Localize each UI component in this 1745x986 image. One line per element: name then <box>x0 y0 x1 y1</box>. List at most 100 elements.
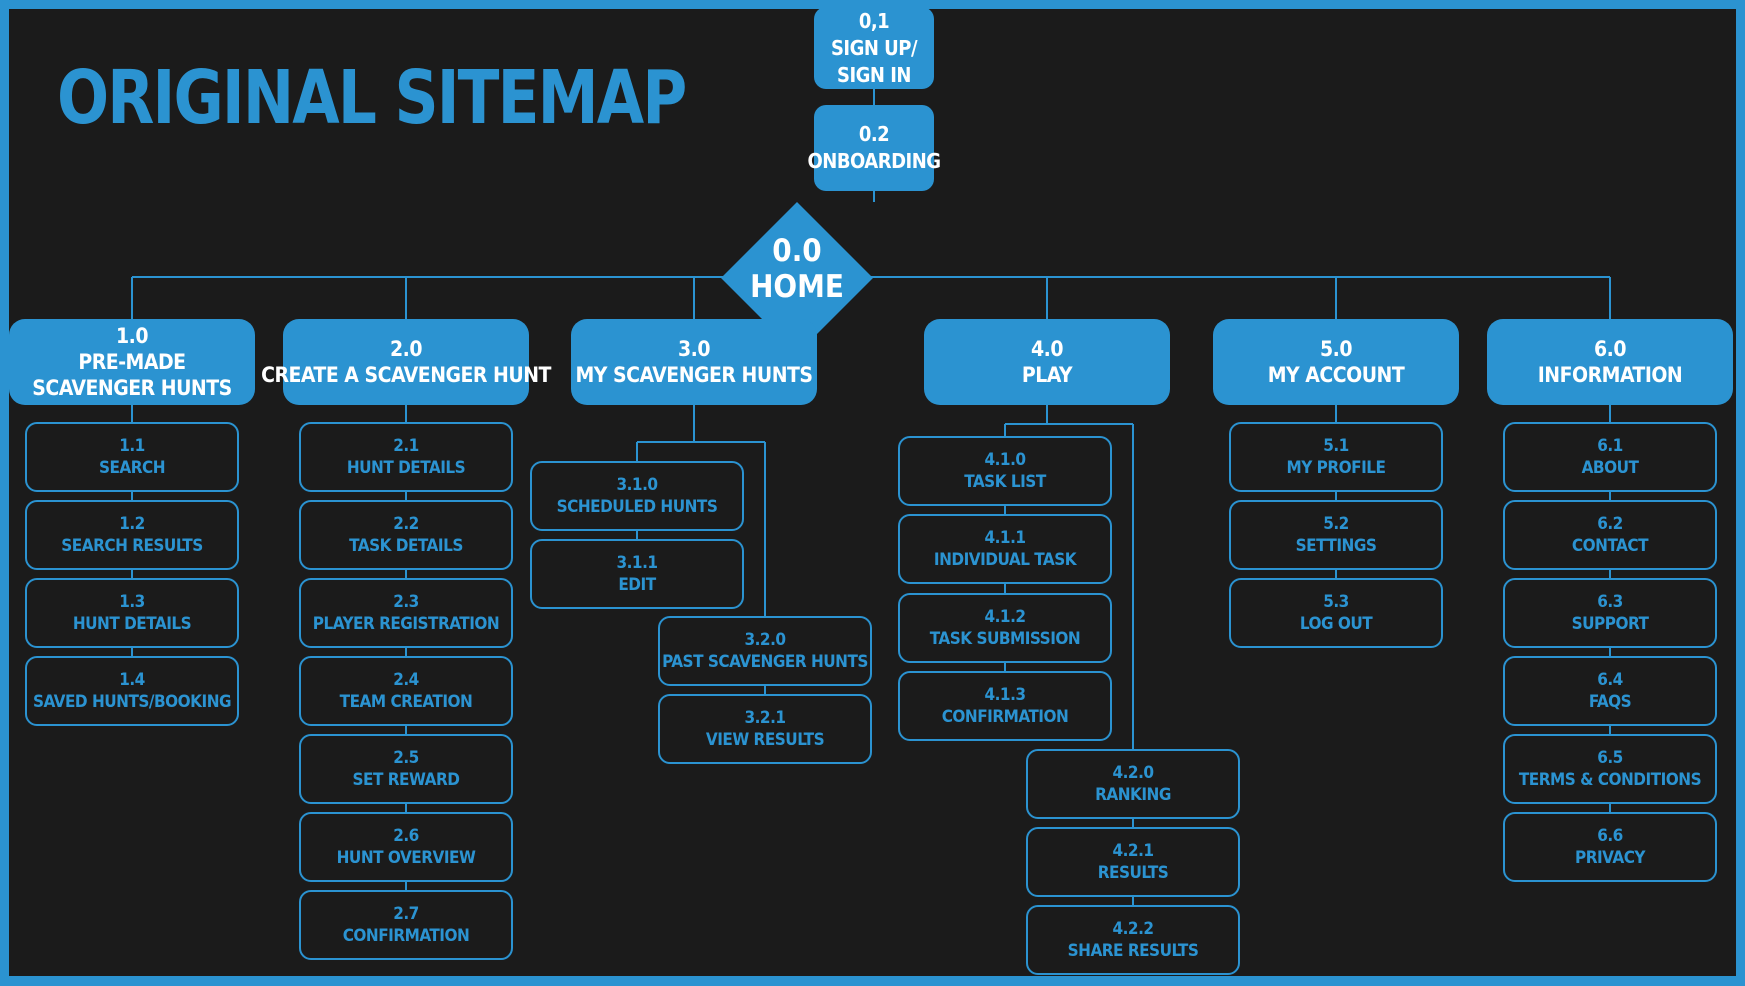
node-number: 1.2 <box>119 514 145 534</box>
node-number: 2.4 <box>393 670 419 690</box>
page-contact: 6.2 CONTACT <box>1503 500 1717 570</box>
node-sign-up-sign-in: 0,1 SIGN UP/ SIGN IN <box>814 9 934 89</box>
node-label: PLAYER REGISTRATION <box>312 614 500 634</box>
node-label: FAQS <box>1588 692 1632 712</box>
page-confirmation: 2.7 CONFIRMATION <box>299 890 513 960</box>
node-number: 2.2 <box>393 514 419 534</box>
page-my-profile: 5.1 MY PROFILE <box>1229 422 1443 492</box>
node-label: PRIVACY <box>1575 848 1646 868</box>
section-my-account: 5.0 MY ACCOUNT <box>1213 319 1459 405</box>
node-number: 5.3 <box>1323 592 1349 612</box>
node-label: LOG OUT <box>1299 614 1373 634</box>
node-label: TASK SUBMISSION <box>929 629 1081 649</box>
node-number: 6.5 <box>1597 748 1623 768</box>
node-label: TERMS & CONDITIONS <box>1518 770 1702 790</box>
node-label: INDIVIDUAL TASK <box>933 550 1077 570</box>
node-label: INFORMATION <box>1537 363 1683 387</box>
node-number: 1.4 <box>119 670 145 690</box>
node-onboarding: 0.2 ONBOARDING <box>807 105 941 191</box>
node-label: MY ACCOUNT <box>1267 363 1405 387</box>
home-node-text: 0.0 HOME <box>721 233 873 305</box>
node-label: SAVED HUNTS/BOOKING <box>32 692 232 712</box>
node-number: 4.1.3 <box>984 685 1026 705</box>
node-number: 3.1.1 <box>616 553 658 573</box>
node-label: ABOUT <box>1581 458 1639 478</box>
home-diamond <box>721 202 873 354</box>
page-individual-task: 4.1.1 INDIVIDUAL TASK <box>898 514 1112 584</box>
node-label: SETTINGS <box>1295 536 1377 556</box>
page-share-results: 4.2.2 SHARE RESULTS <box>1026 905 1240 975</box>
node-number: 2.3 <box>393 592 419 612</box>
page-task-submission: 4.1.2 TASK SUBMISSION <box>898 593 1112 663</box>
section-my-scavenger-hunts: 3.0 MY SCAVENGER HUNTS <box>571 319 817 405</box>
node-label: RESULTS <box>1097 863 1169 883</box>
node-number: 6.6 <box>1597 826 1623 846</box>
page-set-reward: 2.5 SET REWARD <box>299 734 513 804</box>
node-number: 1.3 <box>119 592 145 612</box>
node-label: MY SCAVENGER HUNTS <box>575 363 813 387</box>
page-task-list: 4.1.0 TASK LIST <box>898 436 1112 506</box>
page-results: 4.2.1 RESULTS <box>1026 827 1240 897</box>
page-privacy: 6.6 PRIVACY <box>1503 812 1717 882</box>
section-information: 6.0 INFORMATION <box>1487 319 1733 405</box>
page-view-results: 3.2.1 VIEW RESULTS <box>658 694 872 764</box>
node-number: 0,1 <box>858 9 890 33</box>
node-label: TASK LIST <box>964 472 1046 492</box>
page-confirmation: 4.1.3 CONFIRMATION <box>898 671 1112 741</box>
node-number: 2.1 <box>393 436 419 456</box>
page-search: 1.1 SEARCH <box>25 422 239 492</box>
sitemap-canvas: ORIGINAL SITEMAP 0,1 SIGN UP/ SIGN IN 0.… <box>9 9 1736 976</box>
page-ranking: 4.2.0 RANKING <box>1026 749 1240 819</box>
node-number: 3.2.1 <box>744 708 786 728</box>
page-hunt-overview: 2.6 HUNT OVERVIEW <box>299 812 513 882</box>
node-label: SUPPORT <box>1571 614 1649 634</box>
node-number: 4.2.0 <box>1112 763 1154 783</box>
page-past-scavenger-hunts: 3.2.0 PAST SCAVENGER HUNTS <box>658 616 872 686</box>
page-scheduled-hunts: 3.1.0 SCHEDULED HUNTS <box>530 461 744 531</box>
node-label: EDIT <box>618 575 656 595</box>
node-number: 6.3 <box>1597 592 1623 612</box>
node-label: SEARCH <box>98 458 166 478</box>
section-pre-made-scavenger-hunts: 1.0 PRE-MADE SCAVENGER HUNTS <box>9 319 255 405</box>
section-create-a-scavenger-hunt: 2.0 CREATE A SCAVENGER HUNT <box>261 319 551 405</box>
node-number: 6.4 <box>1597 670 1623 690</box>
page-hunt-details: 2.1 HUNT DETAILS <box>299 422 513 492</box>
page-task-details: 2.2 TASK DETAILS <box>299 500 513 570</box>
page-faqs: 6.4 FAQS <box>1503 656 1717 726</box>
node-number: 4.1.0 <box>984 450 1026 470</box>
node-number: 3.1.0 <box>616 475 658 495</box>
node-label: SIGN UP/ SIGN IN <box>830 35 918 87</box>
page-search-results: 1.2 SEARCH RESULTS <box>25 500 239 570</box>
node-number: 1.1 <box>119 436 145 456</box>
node-number: 0.2 <box>858 122 890 146</box>
node-number: 2.7 <box>393 904 419 924</box>
node-number: 0.0 <box>772 233 822 269</box>
page-edit: 3.1.1 EDIT <box>530 539 744 609</box>
node-label: CONFIRMATION <box>941 707 1069 727</box>
node-number: 1.0 <box>116 324 148 348</box>
page-hunt-details: 1.3 HUNT DETAILS <box>25 578 239 648</box>
node-label: HUNT DETAILS <box>72 614 192 634</box>
node-number: 2.5 <box>393 748 419 768</box>
node-number: 4.0 <box>1031 337 1063 361</box>
node-label: TASK DETAILS <box>349 536 463 556</box>
node-number: 6.0 <box>1594 337 1626 361</box>
node-label: RANKING <box>1095 785 1171 805</box>
node-label: ONBOARDING <box>807 149 941 173</box>
node-number: 2.0 <box>390 337 422 361</box>
node-label: CREATE A SCAVENGER HUNT <box>261 363 551 387</box>
page-team-creation: 2.4 TEAM CREATION <box>299 656 513 726</box>
node-number: 6.1 <box>1597 436 1623 456</box>
node-number: 3.2.0 <box>744 630 786 650</box>
page-player-registration: 2.3 PLAYER REGISTRATION <box>299 578 513 648</box>
node-number: 2.6 <box>393 826 419 846</box>
page-terms-and-conditions: 6.5 TERMS & CONDITIONS <box>1503 734 1717 804</box>
node-label: SET REWARD <box>352 770 460 790</box>
node-label: HOME <box>750 269 844 305</box>
node-label: SHARE RESULTS <box>1067 941 1199 961</box>
page-settings: 5.2 SETTINGS <box>1229 500 1443 570</box>
node-label: PLAY <box>1021 363 1073 387</box>
node-number: 5.1 <box>1323 436 1349 456</box>
node-number: 4.1.2 <box>984 607 1026 627</box>
page-log-out: 5.3 LOG OUT <box>1229 578 1443 648</box>
